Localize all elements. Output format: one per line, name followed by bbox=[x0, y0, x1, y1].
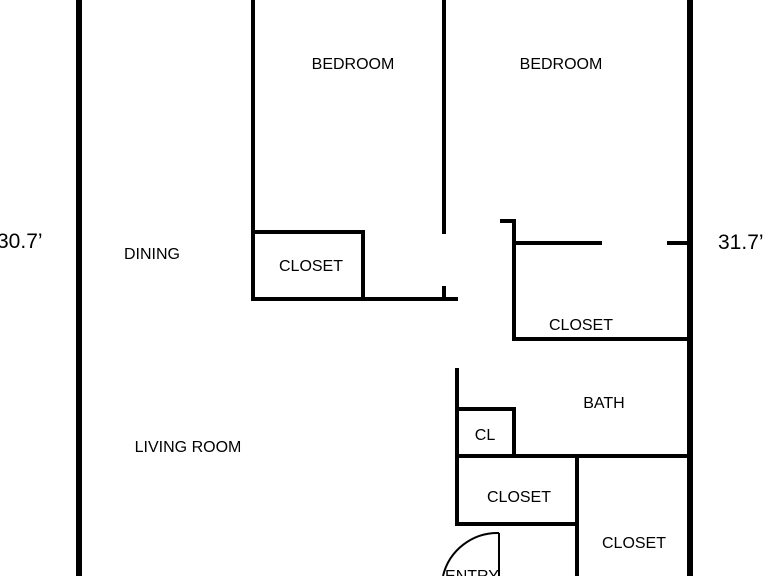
label-closet-bedroom-left: CLOSET bbox=[279, 258, 343, 275]
label-entry: ENTRY bbox=[445, 568, 499, 576]
label-closet-entry: CLOSET bbox=[602, 535, 666, 552]
label-closet-hall: CLOSET bbox=[487, 489, 551, 506]
label-bedroom-left: BEDROOM bbox=[312, 56, 395, 73]
entry-door-swing-arc bbox=[442, 531, 500, 576]
label-dining: DINING bbox=[124, 246, 180, 263]
label-bath: BATH bbox=[583, 395, 624, 412]
label-linen-closet: CL bbox=[475, 427, 496, 444]
dimension-left-wall: 30.7’ bbox=[0, 230, 43, 253]
label-closet-bedroom-right: CLOSET bbox=[549, 317, 613, 334]
dimension-right-wall: 31.7’ bbox=[718, 231, 764, 254]
label-bedroom-right: BEDROOM bbox=[520, 56, 603, 73]
label-living-room: LIVING ROOM bbox=[135, 439, 242, 456]
